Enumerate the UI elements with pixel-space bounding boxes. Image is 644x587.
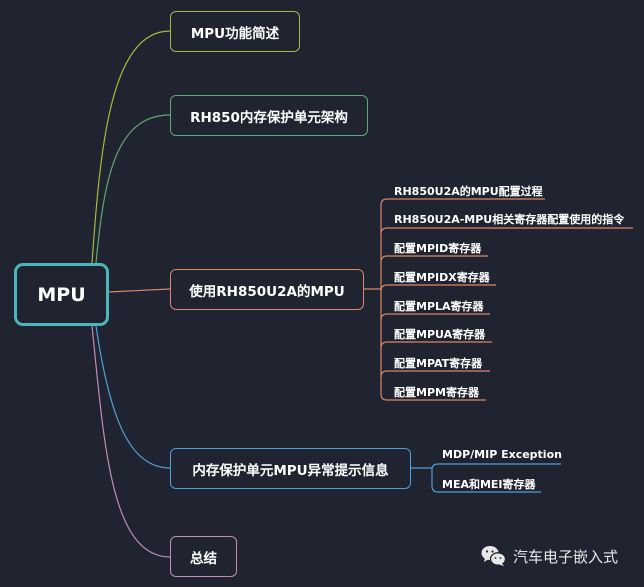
branch-node-overview[interactable]: MPU功能简述 (170, 11, 300, 52)
watermark: 汽车电子嵌入式 (481, 545, 618, 567)
branch-label: MPU功能简述 (190, 25, 280, 42)
leaf-config-mpidx[interactable]: 配置MPIDX寄存器 (394, 271, 490, 284)
connector-branch-2 (107, 288, 171, 293)
branch-label: 总结 (190, 550, 217, 567)
branch-node-exception-info[interactable]: 内存保护单元MPU异常提示信息 (170, 448, 411, 489)
leaf-config-mpla[interactable]: 配置MPLA寄存器 (394, 300, 484, 313)
connector-branch-3 (95, 325, 171, 469)
connector-branch-4 (91, 325, 171, 558)
leaf-u2a-mpu-config-process[interactable]: RH850U2A的MPU配置过程 (394, 185, 543, 198)
branch-label: 内存保护单元MPU异常提示信息 (192, 462, 389, 479)
leaf-config-mpat[interactable]: 配置MPAT寄存器 (394, 357, 483, 370)
leaf-config-mpm[interactable]: 配置MPM寄存器 (394, 386, 479, 399)
connector-branch-0 (91, 30, 171, 264)
leaf-config-mpua[interactable]: 配置MPUA寄存器 (394, 328, 486, 341)
watermark-text: 汽车电子嵌入式 (513, 547, 619, 566)
branch-node-using-u2a-mpu[interactable]: 使用RH850U2A的MPU (170, 269, 364, 310)
leaf-u2a-mpu-register-instructions[interactable]: RH850U2A-MPU相关寄存器配置使用的指令 (394, 213, 625, 226)
branch-node-architecture[interactable]: RH850内存保护单元架构 (170, 95, 368, 136)
wechat-icon (481, 545, 507, 567)
branch-label: RH850内存保护单元架构 (190, 109, 348, 126)
leaf-mdp-mip-exception[interactable]: MDP/MIP Exception (442, 448, 562, 461)
branch-label: 使用RH850U2A的MPU (189, 283, 345, 300)
branch-node-summary[interactable]: 总结 (170, 536, 237, 577)
leaf-connectors-branch-3 (410, 463, 561, 493)
leaf-mea-mei-registers[interactable]: MEA和MEI寄存器 (442, 478, 536, 491)
root-node[interactable]: MPU (14, 263, 109, 326)
leaf-connectors-branch-2 (363, 198, 633, 401)
leaf-config-mpid[interactable]: 配置MPID寄存器 (394, 242, 482, 255)
connector-branch-1 (95, 114, 171, 264)
root-label: MPU (37, 283, 86, 306)
